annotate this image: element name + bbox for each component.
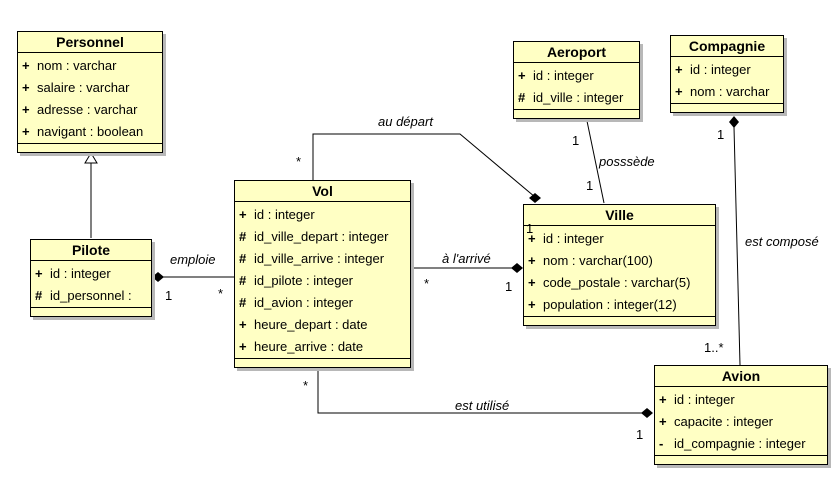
attribute: +heure_arrive : date [239,339,364,354]
operation-list [31,308,151,316]
class-name: Avion [655,366,827,387]
association-label-a-larrive: à l'arrivé [442,251,491,266]
association-label-est-compose: est composé [745,234,819,249]
attribute: +id : integer [518,68,594,83]
multiplicity-utilise-avion: 1 [636,427,644,442]
multiplicity-arrive-vol: * [424,276,430,291]
class-ville[interactable]: Ville +id : integer +nom : varchar(100) … [523,204,716,326]
association-label-possede: posssède [599,154,655,169]
multiplicity-emploie-vol: * [218,286,224,301]
attribute-list: +id : integer +nom : varchar(100) +code_… [524,226,715,317]
attribute: +nom : varchar [675,84,770,99]
emploie-diamond [152,272,164,282]
attribute: +navigant : boolean [22,124,144,139]
class-name: Aeroport [514,42,639,63]
attribute: +adresse : varchar [22,102,138,117]
attribute: +id : integer [528,231,604,246]
au-depart-line [312,133,536,198]
attribute: +id : integer [239,207,315,222]
attribute-list: +id : integer +nom : varchar [671,57,783,104]
possede-line [586,120,605,204]
class-name: Compagnie [671,36,783,57]
attribute-list: +id : integer #id_ville : integer [514,63,639,110]
attribute: +id : integer [659,392,735,407]
association-label-est-utilise: est utilisé [455,398,510,413]
attribute-list: +nom : varchar +salaire : varchar +adres… [18,53,162,144]
multiplicity-arrive-ville: 1 [505,279,513,294]
au-depart-diamond [529,193,541,203]
attribute: +capacite : integer [659,414,774,429]
inheritance-arrow [84,152,98,164]
multiplicity-utilise-vol: * [303,378,309,393]
attribute: #id_personnel : [35,288,132,303]
attribute: #id_ville_arrive : integer [239,251,385,266]
attribute: +salaire : varchar [22,80,130,95]
est-utilise-line [317,370,642,414]
est-compose-line [733,126,741,366]
attribute: +nom : varchar(100) [528,253,653,268]
class-name: Vol [235,181,410,202]
class-compagnie[interactable]: Compagnie +id : integer +nom : varchar [670,35,784,113]
class-name: Pilote [31,240,151,261]
attribute: +code_postale : varchar(5) [528,275,691,290]
operation-list [18,144,162,152]
arrive-diamond [511,263,523,273]
operation-list [524,317,715,325]
operation-list [235,359,410,367]
attribute-list: +id : integer #id_personnel : [31,261,151,308]
attribute: +id : integer [35,266,111,281]
class-name: Personnel [18,32,162,53]
class-pilote[interactable]: Pilote +id : integer #id_personnel : [30,239,152,317]
multiplicity-au-depart-vol: * [296,154,302,169]
multiplicity-possede-aeroport: 1 [572,133,580,148]
attribute: #id_ville_depart : integer [239,229,389,244]
class-avion[interactable]: Avion +id : integer +capacite : integer … [654,365,828,465]
multiplicity-emploie-pilote: 1 [165,288,173,303]
est-compose-diamond [729,116,739,128]
class-name: Ville [524,205,715,226]
class-aeroport[interactable]: Aeroport +id : integer #id_ville : integ… [513,41,640,119]
multiplicity-compose-avion: 1..* [704,340,724,355]
class-personnel[interactable]: Personnel +nom : varchar +salaire : varc… [17,31,163,153]
multiplicity-possede-ville: 1 [586,178,594,193]
attribute: +population : integer(12) [528,297,677,312]
operation-list [655,456,827,464]
attribute: #id_pilote : integer [239,273,354,288]
attribute: #id_avion : integer [239,295,354,310]
multiplicity-compose-compagnie: 1 [717,127,725,142]
attribute: +id : integer [675,62,751,77]
class-vol[interactable]: Vol +id : integer #id_ville_depart : int… [234,180,411,368]
attribute: +heure_depart : date [239,317,368,332]
operation-list [514,110,639,118]
operation-list [671,104,783,112]
association-label-au-depart: au départ [378,114,433,129]
attribute: #id_ville : integer [518,90,624,105]
attribute-list: +id : integer #id_ville_depart : integer… [235,202,410,359]
est-utilise-diamond [641,408,653,418]
multiplicity-depart-ville: 1 [526,221,534,236]
attribute-list: +id : integer +capacite : integer -id_co… [655,387,827,456]
attribute: +nom : varchar [22,58,117,73]
association-label-emploie: emploie [170,252,216,267]
attribute: -id_compagnie : integer [659,436,806,451]
